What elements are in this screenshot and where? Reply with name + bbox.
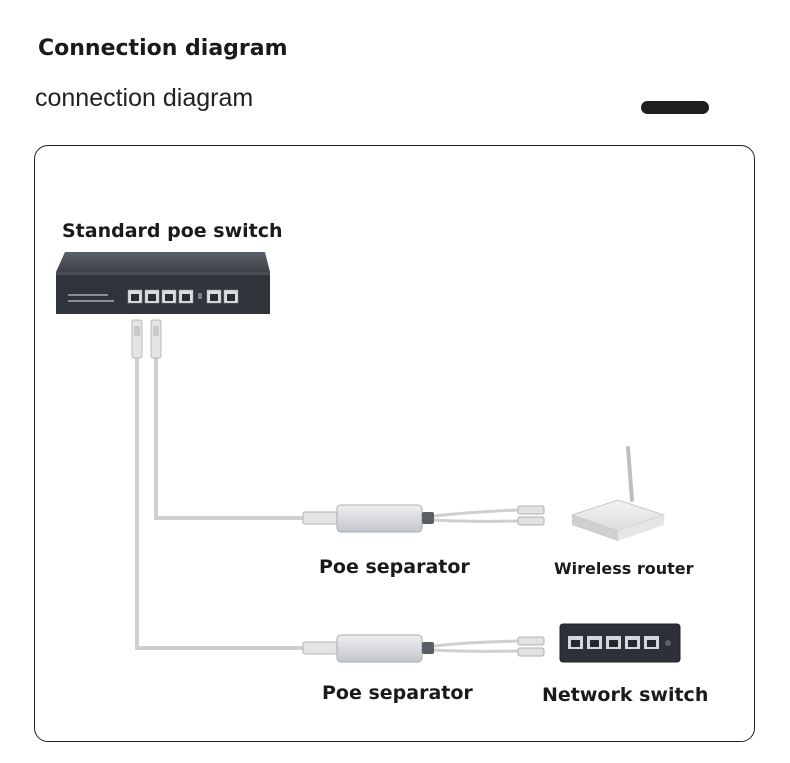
poe-switch-label: Standard poe switch: [62, 220, 283, 242]
cable-bottom: [135, 356, 305, 650]
poe-separator-top-device: [302, 504, 545, 533]
wireless-router-device: [570, 446, 666, 541]
network-switch-device: [559, 623, 681, 663]
decorative-pill: [641, 101, 709, 114]
poe-separator-bottom-label: Poe separator: [322, 682, 473, 704]
page-subtitle: connection diagram: [35, 84, 254, 112]
rj45-plug-right: [150, 319, 162, 359]
poe-switch-device: [56, 252, 270, 314]
cable-top: [154, 356, 305, 520]
network-switch-label: Network switch: [542, 684, 709, 706]
wireless-router-label: Wireless router: [554, 559, 694, 578]
page-title: Connection diagram: [38, 36, 288, 61]
poe-separator-bottom-device: [302, 634, 545, 663]
rj45-plug-left: [131, 319, 143, 359]
diagram-frame: [34, 145, 755, 742]
poe-separator-top-label: Poe separator: [319, 556, 470, 578]
